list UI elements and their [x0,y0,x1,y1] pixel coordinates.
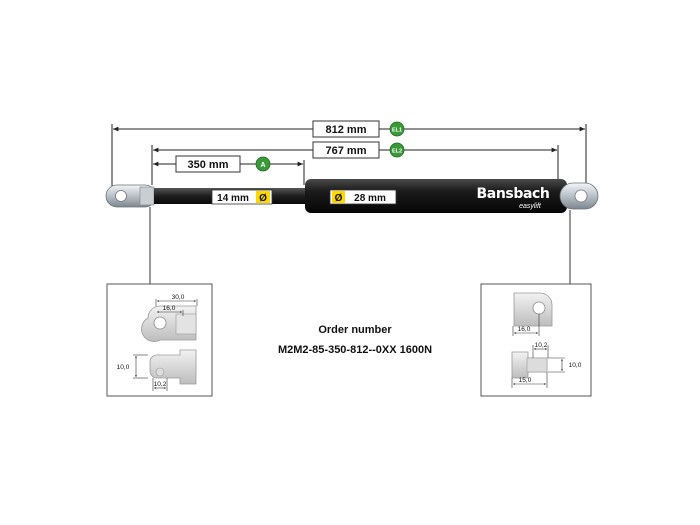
right-eye-fitting [559,182,599,210]
dimension-overall-length: 812 mm EL1 [111,120,587,190]
brand-name: Bansbach [477,186,550,202]
eye-center-length-value: 767 mm [326,145,367,157]
left-width-outer: 30,0 [172,294,185,301]
tube-diameter-symbol: Ø [335,193,343,204]
order-number-value: M2M2-85-350-812--0XX 1600N [277,344,433,356]
overall-length-value: 812 mm [326,124,367,136]
right-fitting-detail: 16,0 10,2 10,0 15,0 [480,283,592,397]
order-number-label: Order number [318,324,392,336]
right-width: 16,0 [518,326,531,333]
left-height: 10,0 [117,364,130,371]
left-fitting-detail: 30,0 16,0 10,0 10,2 [106,283,213,397]
dimension-eye-center-length: 767 mm EL2 [151,141,559,185]
el1-tag [389,121,405,137]
rod-diameter-symbol: Ø [259,193,267,204]
left-eye-fitting [105,184,157,208]
right-slot-width: 10,2 [535,342,548,349]
rod-diameter-badge [256,191,270,203]
el2-tag-label: EL2 [392,149,402,155]
right-height: 10,0 [569,362,582,369]
left-slot-width: 10,2 [154,381,167,388]
brand-tagline: easylift [519,203,542,210]
tube-diameter-badge [332,191,345,203]
gas-spring: 14 mm Ø Ø 28 mm Bansbach easylift [105,179,599,213]
stroke-tag-label: A [260,162,265,169]
dimension-stroke: 350 mm A [153,155,305,185]
el1-tag-label: EL1 [392,128,402,134]
pressure-tube [305,179,567,213]
right-length: 15,0 [519,377,532,384]
left-width-inner: 16,0 [163,305,176,312]
el2-tag [389,142,405,158]
tube-diameter-value: 28 mm [354,193,386,204]
stroke-value: 350 mm [188,159,229,171]
stroke-tag [255,156,271,172]
rod-diameter-value: 14 mm [217,193,249,204]
